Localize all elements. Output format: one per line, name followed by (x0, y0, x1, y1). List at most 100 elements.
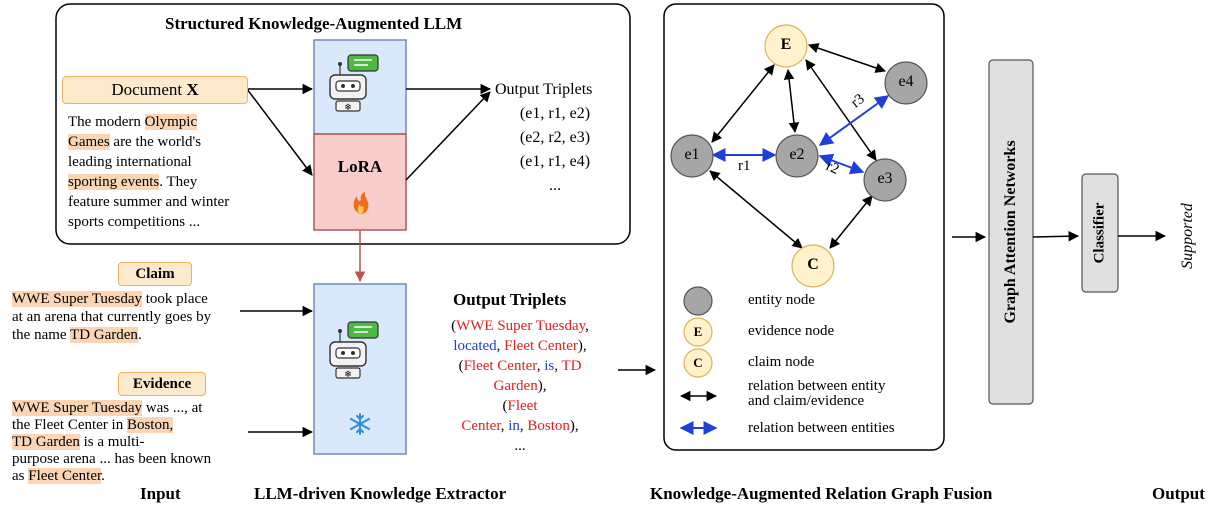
node-E-label: E (780, 36, 792, 53)
document-text-segment: Games (68, 134, 110, 150)
lora-label: LoRA (337, 157, 383, 176)
top-triplet-list: (e1, r1, e2) (e2, r2, e3) (e1, r1, e4)... (495, 102, 615, 198)
edge-E-e3 (805, 59, 877, 161)
document-label-prefix: Document (111, 80, 183, 99)
footer-input: Input (140, 484, 181, 503)
arrow-gat-to-classifier (1032, 230, 1080, 242)
legend-relation-ec-text-1: relation between entity (748, 378, 886, 394)
legend-entity-text: entity node (748, 292, 816, 308)
legend-entity-swatch (683, 286, 713, 316)
legend-evidence-swatch (683, 317, 713, 347)
arrow-doc-to-lora (246, 88, 313, 176)
claim-text-segment: took place (142, 291, 208, 307)
bottom-triplet-list: (WWE Super Tuesday,located, Fleet Center… (420, 316, 620, 456)
node-e3 (863, 158, 907, 202)
top-output-label: Output Triplets (495, 81, 593, 98)
arrow-lora-to-output (405, 91, 491, 181)
bottom-triplet-segment: Boston (527, 418, 570, 434)
legend-evidence-letter: E (693, 324, 703, 339)
bottom-triplet-line: ... (420, 436, 620, 456)
bottom-triplet-line: (WWE Super Tuesday, (420, 316, 620, 336)
bottom-triplet-segment: , (536, 358, 545, 374)
bottom-triplet-segment: is (544, 358, 555, 374)
classifier-label: Classifier (1091, 202, 1108, 264)
evidence-text-segment: purpose arena ... has been known (12, 451, 212, 467)
evidence-text-line: TD Garden is a multi- (12, 434, 211, 451)
document-text-line: Games are the world's (68, 132, 229, 152)
footer-extractor: LLM-driven Knowledge Extractor (254, 484, 507, 503)
top-triplet: ... (549, 177, 561, 194)
bottom-triplet-segment: WWE Super Tuesday (456, 318, 586, 334)
node-e1 (670, 134, 714, 178)
gat-label: Graph Attention Networks (1002, 140, 1019, 324)
bottom-triplet-segment: ( (502, 398, 508, 414)
bottom-triplet-line: (Fleet (420, 396, 620, 416)
node-E (764, 24, 808, 68)
snowflake-icon (350, 413, 370, 435)
edge-E-e2 (783, 68, 800, 134)
claim-text-line: at an arena that currently goes by (12, 308, 211, 326)
bottom-triplet-segment: , (496, 338, 505, 354)
legend-relation-ee-text: relation between entities (748, 420, 895, 436)
document-text-segment: sporting events (68, 174, 160, 190)
evidence-text-line: the Fleet Center in Boston, (12, 417, 211, 434)
evidence-text-line: purpose arena ... has been known (12, 451, 211, 468)
classifier-box (1081, 173, 1119, 293)
top-triplet: (e2, r2, e3) (519, 129, 591, 146)
claim-text-line: WWE Super Tuesday took place (12, 290, 211, 308)
evidence-text-segment: the Fleet Center in (12, 417, 127, 433)
document-text-segment: sports competitions ... (68, 214, 201, 230)
node-C (791, 244, 835, 288)
document-text-segment: are the world's (109, 134, 202, 150)
svg-text:❄: ❄ (344, 370, 352, 380)
graph-panel (663, 3, 945, 451)
document-text-line: sporting events. They (68, 172, 229, 192)
evidence-label: Evidence (118, 372, 206, 396)
bottom-triplet-segment: located (453, 338, 497, 354)
footer-output: Output (1152, 484, 1205, 503)
top-triplet: (e1, r1, e4) (519, 153, 591, 170)
edge-label-r1: r1 (738, 158, 751, 174)
bottom-triplet-segment: , (500, 418, 509, 434)
evidence-text-segment: is a multi- (79, 434, 145, 450)
claim-text-segment: . (137, 327, 142, 343)
node-e4 (884, 61, 928, 105)
edge-e3-C (829, 195, 873, 249)
footer-fusion: Knowledge-Augmented Relation Graph Fusio… (650, 484, 993, 503)
claim-text-segment: TD Garden (70, 327, 138, 343)
claim-text-segment: the name (12, 327, 71, 343)
legend-claim-text: claim node (748, 354, 815, 370)
legend-relation-ec-text-2: and claim/evidence (748, 393, 865, 409)
svg-text:❄: ❄ (344, 103, 352, 113)
bottom-triplet-segment: Garden (493, 378, 538, 394)
legend-evidence-text: evidence node (748, 323, 835, 339)
document-text-line: leading international (68, 152, 229, 172)
bottom-triplet-segment: Fleet (507, 398, 538, 414)
document-text-segment: . They (159, 174, 198, 190)
bottom-output-label: Output Triplets (453, 290, 567, 309)
top-triplet: (e1, r1, e2) (519, 105, 591, 122)
document-text-line: feature summer and winter (68, 192, 229, 212)
lora-box (313, 133, 407, 231)
evidence-text-segment: WWE Super Tuesday (12, 400, 142, 416)
bottom-triplet-segment: ... (514, 438, 526, 454)
bottom-triplet-line: Garden), (420, 376, 620, 396)
document-label: Document X (62, 76, 248, 104)
bottom-triplet-segment: , (585, 318, 589, 334)
node-e2-label: e2 (789, 146, 805, 163)
bottom-triplet-line: (Fleet Center, is, TD (420, 356, 620, 376)
bottom-triplet-segment: ), (537, 378, 547, 394)
legend-claim-swatch (683, 348, 713, 378)
bottom-triplet-segment: ), (577, 338, 587, 354)
node-e3-label: e3 (877, 170, 893, 187)
bottom-triplet-segment: , (519, 418, 528, 434)
bottom-triplet-segment: TD (561, 358, 582, 374)
document-text-line: The modern Olympic (68, 112, 229, 132)
evidence-text-line: as Fleet Center. (12, 468, 211, 485)
edge-e2-e3 (818, 153, 865, 175)
evidence-text-segment: Boston, (126, 417, 174, 433)
